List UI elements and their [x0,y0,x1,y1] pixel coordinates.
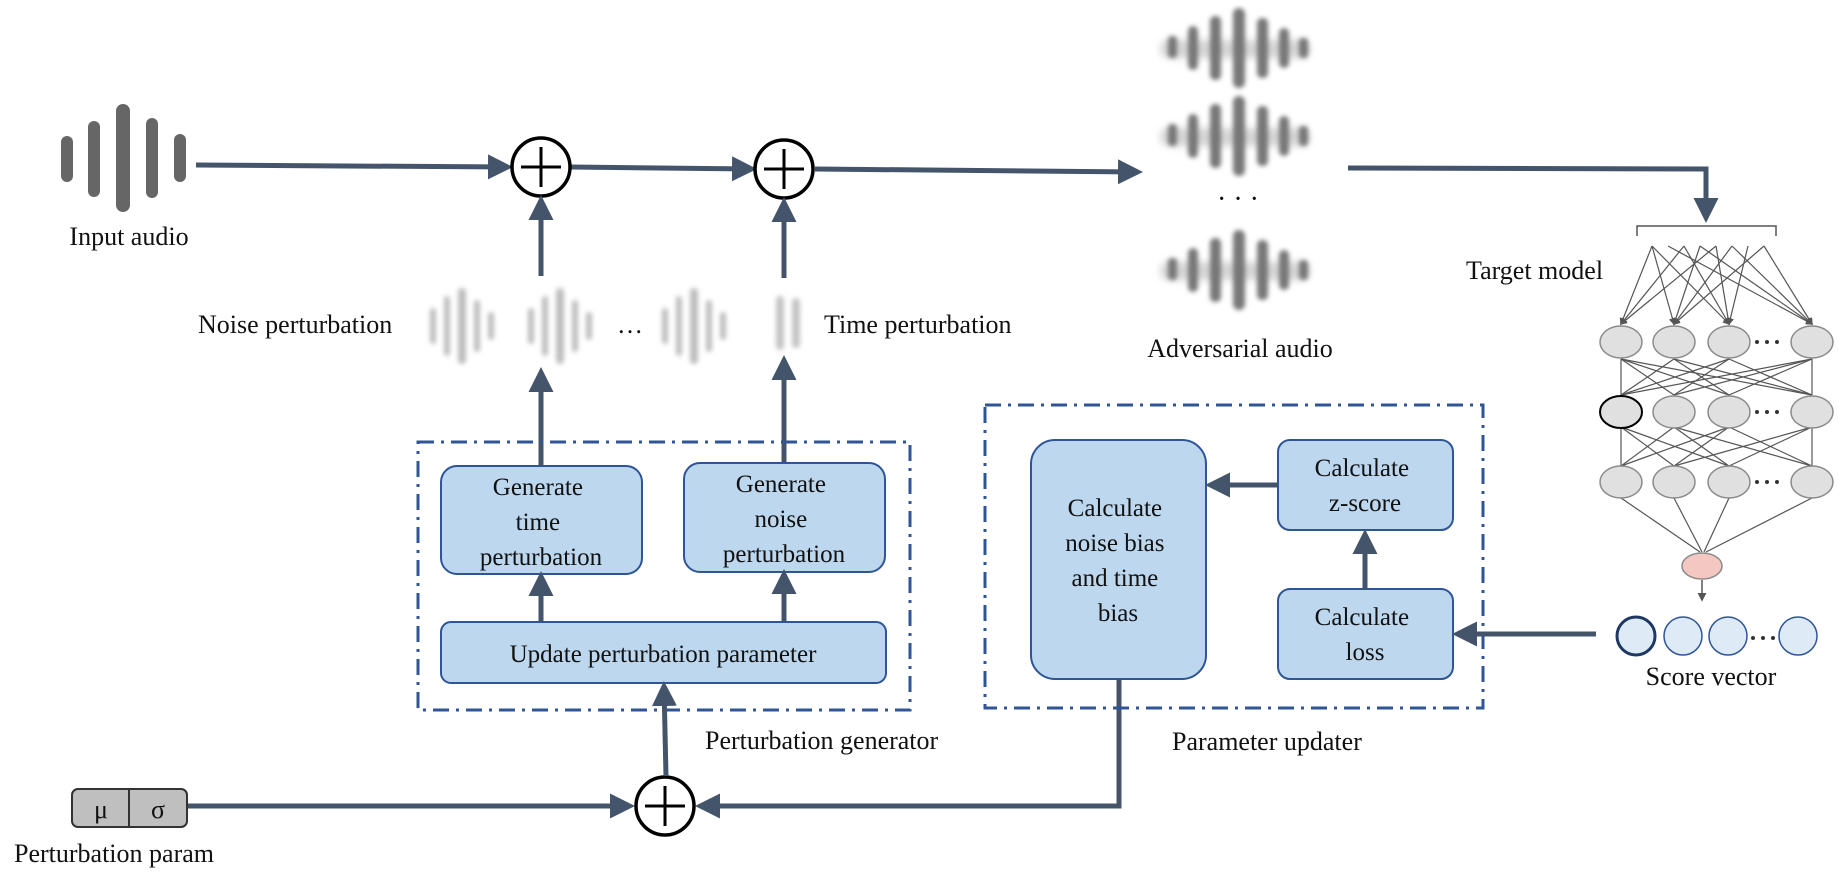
score-vector-label: Score vector [1646,662,1777,691]
score-vector-icon [1615,615,1818,657]
calc-loss-line1: Calculate [1315,604,1409,631]
update-param-text: Update perturbation parameter [510,641,817,668]
perturbation-param-block: μ σ [71,788,188,828]
parameter-updater-label: Parameter updater [1172,727,1362,756]
arrow-input-to-sum1 [195,154,513,180]
svg-text:Calculate noise bias: Calculate noise bias and time bias [1065,495,1171,627]
generate-noise-perturbation-box: Generate noise perturbation [683,462,886,573]
input-audio-waveform-icon [61,104,186,212]
sum-junction-param-icon [634,775,696,837]
svg-text:Generate time pert: Generate time perturbation [480,474,603,571]
target-model-network-icon [1599,225,1834,602]
generate-time-line1: Generate [493,474,583,501]
arrow-bias-to-sum3 [695,679,1122,819]
noise-perturbation-label: Noise perturbation [198,310,392,339]
calc-zscore-line2: z-score [1329,490,1401,517]
adversarial-ellipsis: · · · [1217,184,1259,215]
svg-text:Calculate loss: Calculate loss [1315,604,1416,666]
calc-zscore-line1: Calculate [1315,455,1409,482]
sum-junction-time-icon [753,138,815,200]
calculate-loss-box: Calculate loss [1277,588,1454,680]
perturbation-param-label: Perturbation param [14,839,214,868]
calculate-bias-box: Calculate noise bias and time bias [1030,439,1207,680]
generate-noise-line1: Generate [736,471,826,498]
input-audio-label: Input audio [69,222,188,251]
calc-bias-line2: noise bias [1065,530,1164,557]
update-perturbation-parameter-box: Update perturbation parameter [440,621,887,684]
svg-text:Calculate z-score: Calculate z-score [1315,455,1416,517]
calc-bias-line1: Calculate [1068,495,1162,522]
time-perturbation-label: Time perturbation [824,310,1012,339]
arrow-adversarial-to-model [1347,165,1719,223]
calc-bias-line4: bias [1098,600,1138,627]
adversarial-audio-label: Adversarial audio [1147,334,1333,363]
arrow-sum1-to-sum2 [570,156,757,182]
generate-noise-line3: perturbation [723,541,846,568]
generate-time-perturbation-box: Generate time perturbation [440,465,643,575]
arrow-sum2-to-adversarial [814,159,1143,185]
noise-perturbation-waveforms-icon [430,288,726,364]
adversarial-audio-waveforms-icon [1160,8,1310,310]
target-model-label: Target model [1466,256,1603,285]
svg-text:Generate noise per: Generate noise perturbation [723,471,846,568]
generate-noise-line2: noise [754,506,807,533]
generate-time-line3: perturbation [480,544,603,571]
sum-junction-noise-icon [510,136,572,198]
perturbation-generator-label: Perturbation generator [705,726,939,755]
arrow-sum3-to-update [651,681,677,777]
noise-ellipsis: … [617,310,643,339]
calc-loss-line2: loss [1346,639,1385,666]
calc-bias-line3: and time [1071,565,1158,592]
generate-time-line2: time [516,509,560,536]
sigma-symbol: σ [151,795,165,824]
mu-symbol: μ [94,795,108,824]
time-perturbation-waveform-icon [776,296,800,350]
calculate-zscore-box: Calculate z-score [1277,439,1454,531]
